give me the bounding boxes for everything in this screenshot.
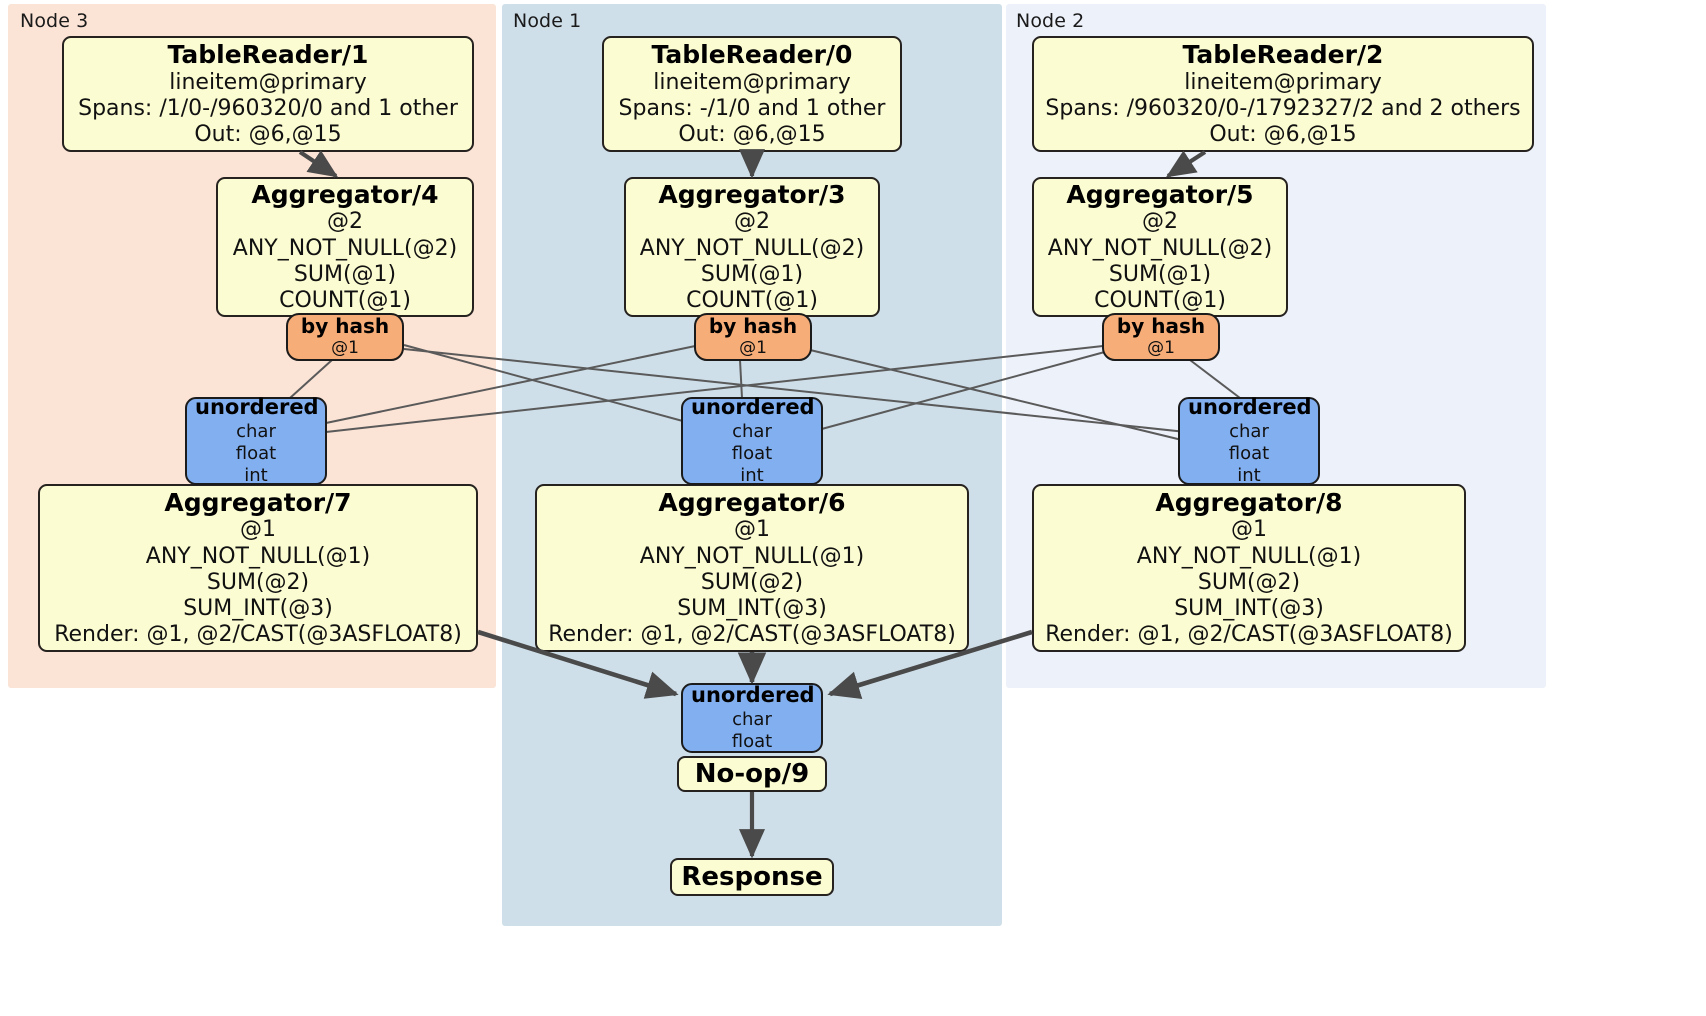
processor-response[interactable]: Response	[670, 858, 834, 896]
processor-title: No-op/9	[694, 759, 810, 789]
processor-title: Aggregator/3	[658, 179, 846, 209]
processor-aggregator-6[interactable]: Aggregator/6 @1 ANY_NOT_NULL(@1) SUM(@2)…	[535, 484, 969, 652]
processor-aggregator-8[interactable]: Aggregator/8 @1 ANY_NOT_NULL(@1) SUM(@2)…	[1032, 484, 1466, 652]
processor-render-line: Render: @1, @2/CAST(@3ASFLOAT8)	[54, 622, 462, 648]
output-stage-title: by hash	[300, 314, 390, 339]
processor-detail-line: ANY_NOT_NULL(@1)	[639, 543, 865, 569]
processor-render-line: Render: @1, @2/CAST(@3ASFLOAT8)	[548, 622, 956, 648]
processor-table-reader-0[interactable]: TableReader/0 lineitem@primary Spans: -/…	[602, 36, 902, 152]
router-title: unordered	[195, 395, 319, 420]
router-type-line: int	[1237, 464, 1261, 486]
processor-detail-line: SUM_INT(@3)	[677, 595, 827, 621]
processor-render-line: Render: @1, @2/CAST(@3ASFLOAT8)	[1045, 622, 1453, 648]
processor-detail-line: Spans: -/1/0 and 1 other	[618, 95, 886, 121]
router-type-line: float	[1228, 442, 1270, 464]
router-type-line: char	[732, 420, 772, 442]
processor-title: Aggregator/8	[1155, 487, 1343, 517]
input-router-unordered-7[interactable]: unordered char float int	[185, 395, 327, 486]
output-stage-by-hash-3[interactable]: by hash @1	[694, 313, 812, 361]
processor-title: TableReader/1	[167, 40, 369, 69]
processor-table-reader-2[interactable]: TableReader/2 lineitem@primary Spans: /9…	[1032, 36, 1534, 152]
router-type-line: float	[235, 442, 277, 464]
router-title: unordered	[691, 395, 815, 420]
processor-aggregator-4[interactable]: Aggregator/4 @2 ANY_NOT_NULL(@2) SUM(@1)…	[216, 177, 474, 317]
processor-detail-line: ANY_NOT_NULL(@2)	[639, 235, 865, 261]
router-type-line: char	[236, 420, 276, 442]
processor-detail-line: lineitem@primary	[1184, 69, 1382, 95]
processor-title: Aggregator/4	[251, 179, 439, 209]
router-type-line: char	[1229, 420, 1269, 442]
input-router-unordered-6[interactable]: unordered char float int	[681, 395, 823, 486]
processor-detail-line: SUM(@2)	[206, 569, 310, 595]
processor-title: TableReader/2	[1182, 40, 1384, 69]
processor-detail-line: Out: @6,@15	[194, 121, 342, 147]
processor-detail-line: @2	[327, 209, 363, 235]
processor-detail-line: SUM(@1)	[700, 261, 804, 287]
processor-detail-line: COUNT(@1)	[1094, 287, 1226, 313]
processor-detail-line: SUM(@2)	[700, 569, 804, 595]
processor-table-reader-1[interactable]: TableReader/1 lineitem@primary Spans: /1…	[62, 36, 474, 152]
processor-detail-line: ANY_NOT_NULL(@1)	[145, 543, 371, 569]
processor-detail-line: ANY_NOT_NULL(@2)	[1047, 235, 1273, 261]
processor-title: Aggregator/6	[658, 487, 846, 517]
processor-detail-line: SUM_INT(@3)	[183, 595, 333, 621]
processor-detail-line: ANY_NOT_NULL(@2)	[232, 235, 458, 261]
output-stage-title: by hash	[708, 314, 798, 339]
processor-detail-line: SUM_INT(@3)	[1174, 595, 1324, 621]
router-title: unordered	[691, 683, 815, 708]
processor-no-op-9[interactable]: No-op/9	[677, 756, 827, 792]
processor-detail-line: SUM(@2)	[1197, 569, 1301, 595]
output-stage-detail: @1	[739, 338, 767, 359]
router-type-line: float	[731, 442, 773, 464]
output-stage-title: by hash	[1116, 314, 1206, 339]
router-title: unordered	[1188, 395, 1312, 420]
processor-detail-line: SUM(@1)	[1108, 261, 1212, 287]
output-stage-detail: @1	[1147, 338, 1175, 359]
processor-detail-line: @2	[1142, 209, 1178, 235]
processor-aggregator-5[interactable]: Aggregator/5 @2 ANY_NOT_NULL(@2) SUM(@1)…	[1032, 177, 1288, 317]
node-label-node3: Node 3	[20, 10, 89, 32]
processor-title: TableReader/0	[651, 40, 853, 69]
output-stage-detail: @1	[331, 338, 359, 359]
router-type-line: int	[244, 464, 268, 486]
processor-detail-line: @2	[734, 209, 770, 235]
processor-detail-line: lineitem@primary	[653, 69, 851, 95]
input-router-unordered-8[interactable]: unordered char float int	[1178, 395, 1320, 486]
processor-detail-line: ANY_NOT_NULL(@1)	[1136, 543, 1362, 569]
processor-detail-line: Spans: /1/0-/960320/0 and 1 other	[78, 95, 458, 121]
processor-detail-line: @1	[1231, 517, 1267, 543]
processor-title: Aggregator/7	[164, 487, 352, 517]
processor-detail-line: SUM(@1)	[293, 261, 397, 287]
processor-detail-line: Spans: /960320/0-/1792327/2 and 2 others	[1045, 95, 1521, 121]
output-stage-by-hash-5[interactable]: by hash @1	[1102, 313, 1220, 361]
processor-aggregator-3[interactable]: Aggregator/3 @2 ANY_NOT_NULL(@2) SUM(@1)…	[624, 177, 880, 317]
input-router-unordered-final[interactable]: unordered char float	[681, 683, 823, 753]
router-type-line: int	[740, 464, 764, 486]
processor-detail-line: Out: @6,@15	[678, 121, 826, 147]
processor-detail-line: Out: @6,@15	[1209, 121, 1357, 147]
output-stage-by-hash-4[interactable]: by hash @1	[286, 313, 404, 361]
processor-title: Aggregator/5	[1066, 179, 1254, 209]
node-label-node2: Node 2	[1016, 10, 1085, 32]
processor-detail-line: COUNT(@1)	[686, 287, 818, 313]
processor-detail-line: @1	[734, 517, 770, 543]
node-label-node1: Node 1	[513, 10, 582, 32]
router-type-line: char	[732, 708, 772, 730]
processor-detail-line: @1	[240, 517, 276, 543]
processor-title: Response	[681, 862, 823, 892]
processor-aggregator-7[interactable]: Aggregator/7 @1 ANY_NOT_NULL(@1) SUM(@2)…	[38, 484, 478, 652]
processor-detail-line: lineitem@primary	[169, 69, 367, 95]
processor-detail-line: COUNT(@1)	[279, 287, 411, 313]
router-type-line: float	[731, 730, 773, 752]
